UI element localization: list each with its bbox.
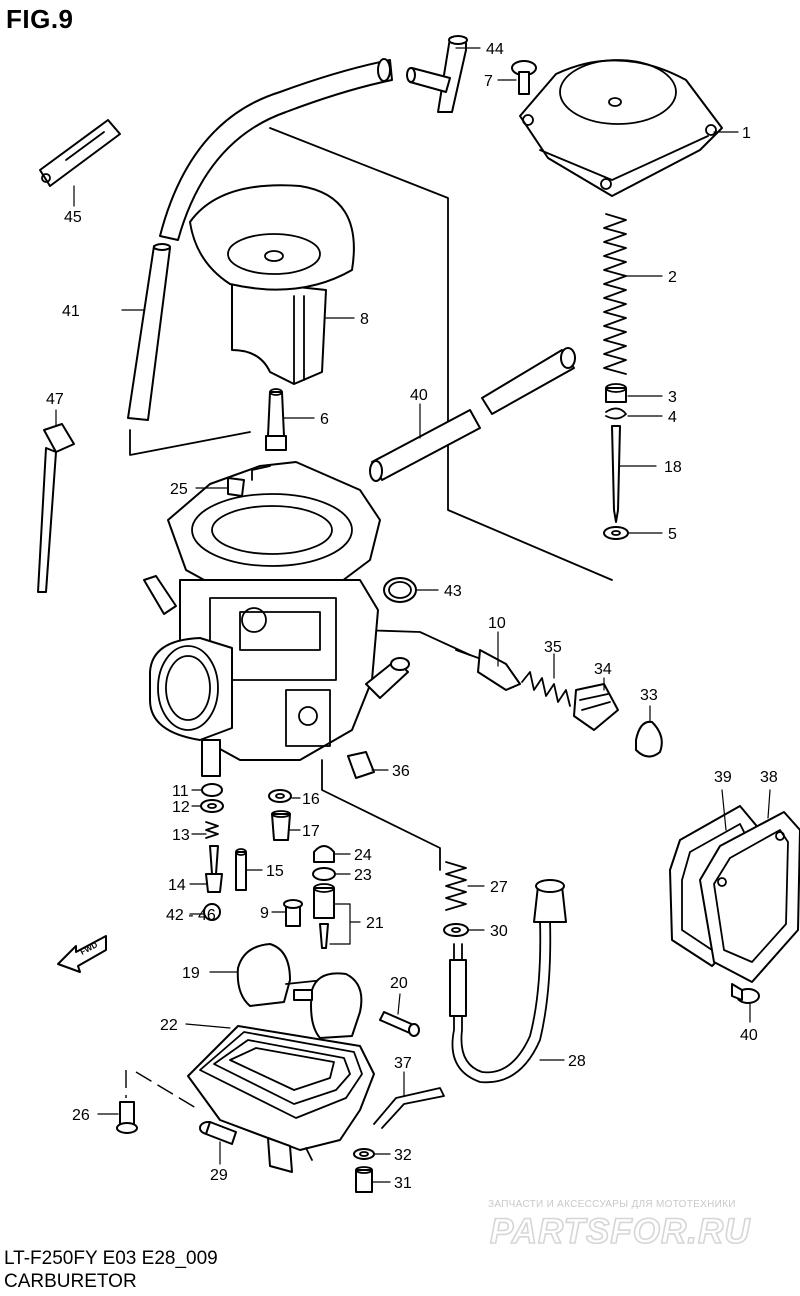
label-8: 8	[360, 311, 369, 328]
tube-part	[369, 347, 576, 482]
t-fitting-part	[406, 35, 468, 113]
label-10: 10	[488, 615, 506, 632]
label-35: 35	[544, 639, 562, 656]
o-ring-part	[383, 577, 417, 603]
label-20: 20	[390, 975, 408, 992]
figure-title: FIG.9	[6, 4, 74, 34]
carburetor-body-part	[143, 461, 410, 777]
label-17: 17	[302, 823, 320, 840]
label-40: 40	[740, 1027, 758, 1044]
drain-screw-part	[199, 1121, 237, 1145]
label-21: 21	[366, 915, 384, 932]
throttle-cable-part	[449, 879, 567, 1084]
diagram-code: LT-F250FY E03 E28_009	[4, 1248, 218, 1269]
label-1: 1	[742, 125, 751, 142]
small-block-part	[347, 751, 375, 779]
screw-part	[511, 60, 537, 95]
label-14: 14	[168, 877, 186, 894]
drain-bolt-parts	[353, 1148, 375, 1193]
label-22: 22	[160, 1017, 178, 1034]
label-11: 11	[172, 783, 189, 800]
label-36: 36	[392, 763, 410, 780]
diaphragm-piston-part	[189, 184, 355, 385]
label-12: 12	[172, 799, 190, 816]
label-28: 28	[568, 1053, 586, 1070]
label-45: 44	[486, 41, 504, 58]
top-cover-part	[519, 59, 723, 197]
label-47: 45	[64, 209, 82, 226]
assembly-guide-lines	[125, 127, 613, 1109]
cover-screw-part	[731, 983, 760, 1004]
float-pin-part	[379, 1011, 420, 1037]
float-bowl-parts	[187, 1025, 375, 1173]
label-15: 15	[266, 863, 284, 880]
label-29: 29	[210, 1167, 228, 1184]
label-6: 6	[320, 411, 329, 428]
hose-part	[159, 58, 393, 241]
label-13: 13	[172, 827, 190, 844]
needle-group-parts	[603, 383, 629, 540]
needle-jet-part	[265, 388, 287, 451]
label-39: 39	[714, 769, 732, 786]
label-43: 42 - 46	[166, 907, 216, 924]
bowl-screw-part	[116, 1101, 138, 1134]
label-3: 3	[668, 389, 677, 406]
label-5: 5	[668, 526, 677, 543]
label-38: 38	[760, 769, 778, 786]
float-part	[236, 943, 363, 1039]
watermark-logo-text: PARTSFOR.RU	[489, 1211, 751, 1252]
label-23: 23	[354, 867, 372, 884]
label-27: 27	[490, 879, 508, 896]
label-2: 2	[668, 269, 677, 286]
label-41: 40	[410, 387, 428, 404]
jet-parts-column	[200, 783, 247, 921]
chamber-cover-parts	[669, 805, 800, 983]
label-33: 33	[640, 687, 658, 704]
part-number-labels: 44 7 1 2 3 4 18 5 45 41 8 6 47 40 25 43 …	[46, 41, 778, 1192]
fwd-direction-arrow: FWD	[57, 935, 107, 973]
label-18: 18	[664, 459, 682, 476]
throttle-stop-group-parts	[455, 649, 663, 758]
label-9: 9	[260, 905, 269, 922]
leader-lines	[55, 47, 771, 1183]
diagram-name: CARBURETOR	[4, 1271, 137, 1292]
cable-tie-part	[37, 423, 75, 593]
label-16: 16	[302, 791, 320, 808]
float-valve-parts	[312, 845, 336, 949]
label-42-46: 41	[62, 303, 80, 320]
label-4: 4	[668, 409, 677, 426]
label-7: 7	[484, 73, 493, 90]
label-32: 32	[394, 1147, 412, 1164]
straight-hose-part	[127, 243, 171, 421]
spring-part	[603, 213, 627, 375]
label-37: 37	[394, 1055, 412, 1072]
drain-clip-part	[373, 1087, 445, 1129]
small-fitting-part	[227, 477, 245, 497]
bracket-part	[39, 119, 121, 187]
label-19: 19	[182, 965, 200, 982]
pilot-screw-parts	[268, 789, 303, 927]
label-24: 24	[354, 847, 372, 864]
spring-washer-parts	[443, 861, 469, 937]
label-25: 25	[170, 481, 188, 498]
label-48: 47	[46, 391, 64, 408]
watermark-tagline: ЗАПЧАСТИ И АКСЕССУАРЫ ДЛЯ МОТОТЕХНИКИ	[488, 1199, 736, 1210]
label-26: 26	[72, 1107, 90, 1124]
label-30: 30	[490, 923, 508, 940]
label-34: 34	[594, 661, 612, 678]
label-31: 31	[394, 1175, 412, 1192]
label-44: 43	[444, 583, 462, 600]
